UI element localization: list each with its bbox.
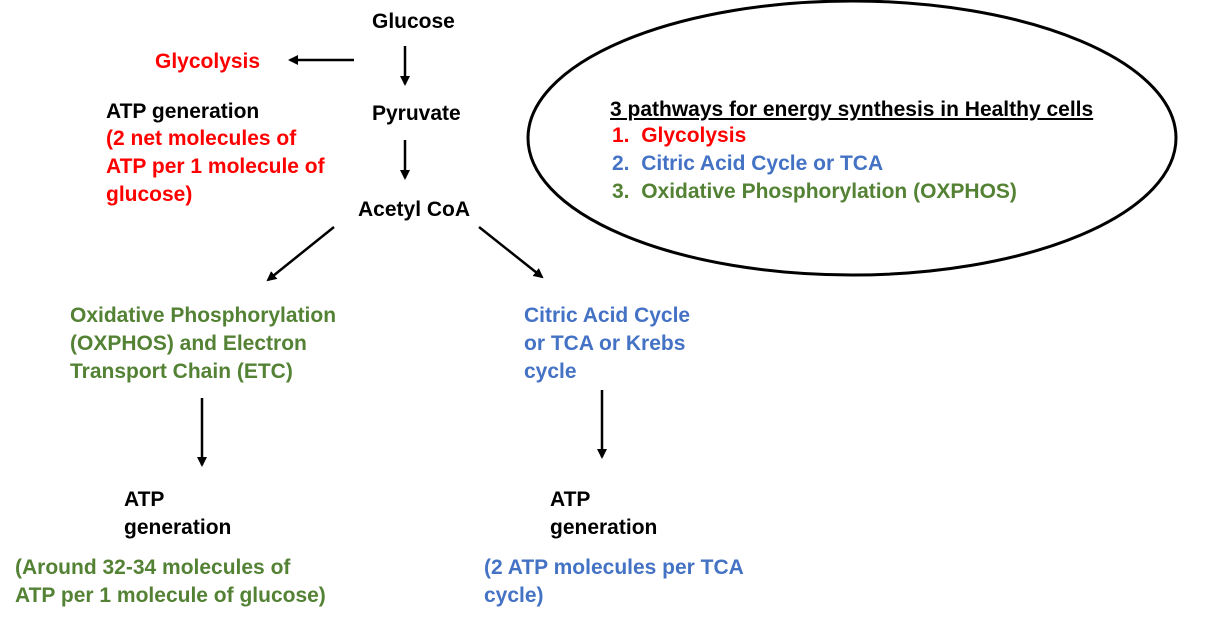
glycolysis-atp-detail-line-3: glucose): [106, 183, 193, 206]
legend-item-oxphos: 3. Oxidative Phosphorylation (OXPHOS): [612, 178, 1017, 205]
legend-item-number: 2.: [612, 152, 630, 175]
node-tca-line-3: cycle: [524, 360, 577, 383]
oxphos-atp-heading-line-1: ATP: [124, 488, 165, 511]
tca-atp-heading-line-1: ATP: [550, 488, 591, 511]
legend-item-number: 1.: [612, 124, 630, 147]
node-pyruvate: Pyruvate: [372, 102, 461, 125]
legend-item-tca: 2. Citric Acid Cycle or TCA: [612, 150, 883, 177]
glycolysis-atp-detail-line-1: (2 net molecules of: [106, 127, 297, 150]
glycolysis-atp-heading: ATP generation: [106, 100, 260, 123]
oxphos-atp-detail-line-2: ATP per 1 molecule of glucose): [15, 584, 326, 607]
tca-atp-heading-line-2: generation: [550, 516, 658, 539]
tca-atp-detail-line-2: cycle): [484, 584, 544, 607]
node-tca-line-1: Citric Acid Cycle: [524, 304, 691, 327]
node-oxphos-line-1: Oxidative Phosphorylation: [70, 304, 337, 327]
node-tca-line-2: or TCA or Krebs: [524, 332, 686, 355]
arrow-acetyl-coa-to-tca: [478, 226, 544, 279]
legend-item-glycolysis: 1. Glycolysis: [612, 122, 746, 149]
node-glucose: Glucose: [372, 10, 455, 33]
oxphos-atp-heading-line-2: generation: [124, 516, 232, 539]
glycolysis-atp-detail-line-2: ATP per 1 molecule of: [106, 155, 325, 178]
legend-ellipse: [526, 0, 1178, 277]
node-oxphos-line-2: (OXPHOS) and Electron: [70, 332, 307, 355]
node-acetyl-coa: Acetyl CoA: [358, 198, 471, 221]
legend-item-label: Citric Acid Cycle or TCA: [641, 152, 884, 175]
legend-item-label: Glycolysis: [641, 124, 747, 147]
legend-title: 3 pathways for energy synthesis in Healt…: [610, 98, 1094, 121]
oxphos-atp-detail-line-1: (Around 32-34 molecules of: [15, 556, 291, 579]
node-glycolysis: Glycolysis: [155, 50, 261, 73]
arrow-acetyl-coa-to-oxphos: [266, 226, 335, 282]
tca-atp-detail-line-1: (2 ATP molecules per TCA: [484, 556, 744, 579]
node-oxphos-line-3: Transport Chain (ETC): [70, 360, 293, 383]
legend-item-number: 3.: [612, 180, 630, 203]
legend-item-label: Oxidative Phosphorylation (OXPHOS): [641, 180, 1017, 203]
